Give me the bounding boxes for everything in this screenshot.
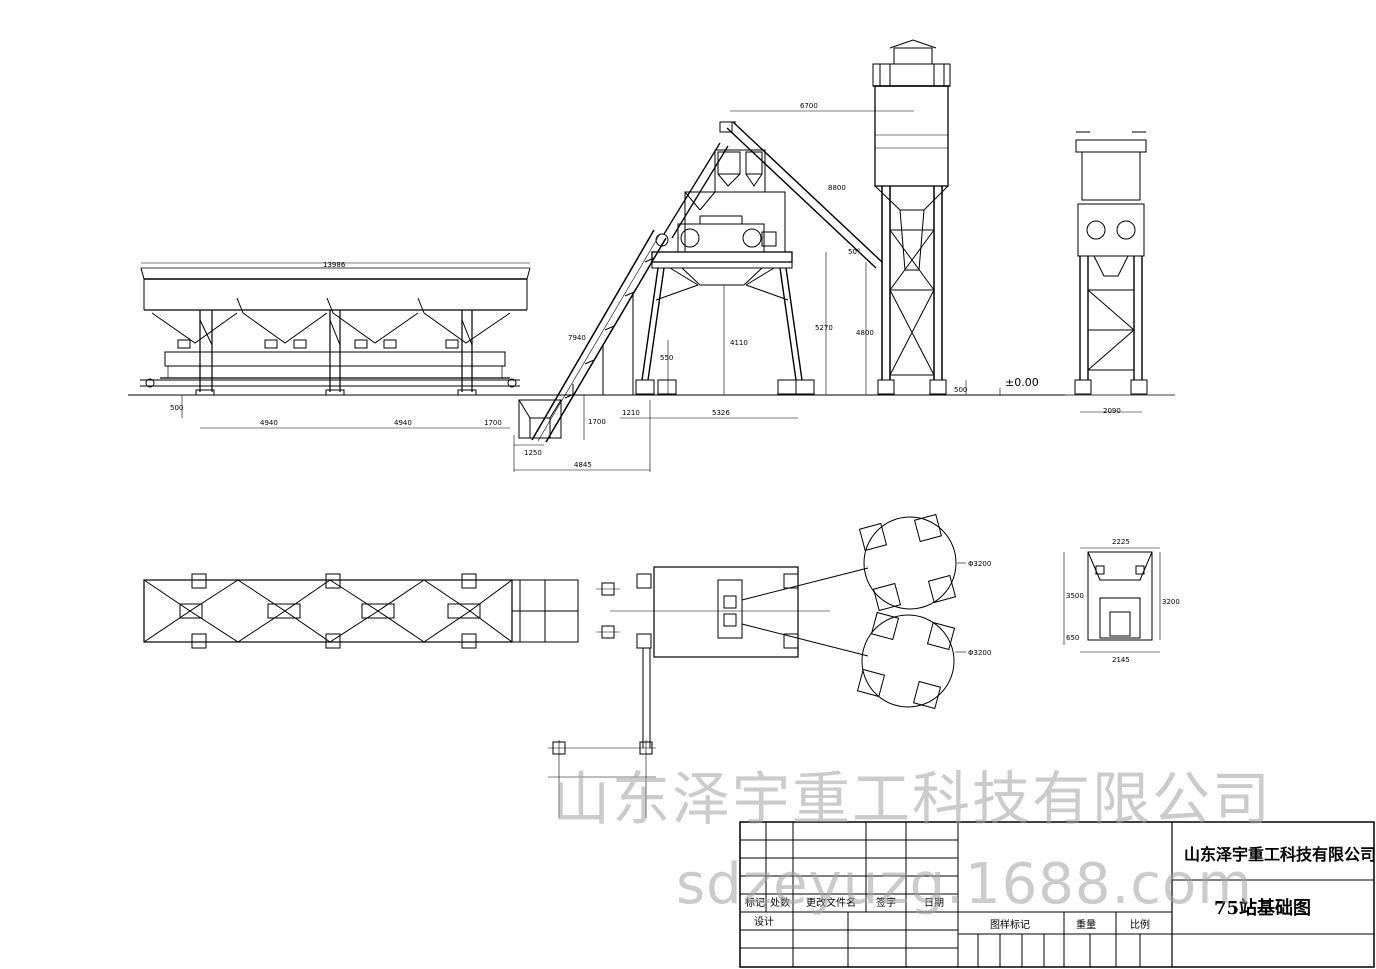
tb-row-label-1: 标记 xyxy=(745,897,765,909)
title-block: 标记 处数 更改文件名 签字 日期 设计 图样标记 重量 比例 山东泽宇重工科技… xyxy=(739,821,1376,968)
tb-drawing-title: 75站基础图 xyxy=(1214,897,1311,919)
dim-belt-pit-width: 1250 xyxy=(524,449,542,457)
tb-design-label: 设计 xyxy=(754,915,774,928)
dim-plan-side-h3: 650 xyxy=(1066,634,1079,642)
tb-row-label-5: 日期 xyxy=(924,897,944,909)
dim-mixer-span: 5326 xyxy=(712,409,730,417)
mixer-tower xyxy=(635,149,815,395)
dim-aggregate-total: 13986 xyxy=(323,261,346,269)
dim-aggregate-end: 1700 xyxy=(484,419,502,427)
aggregate-batcher xyxy=(140,267,531,396)
cement-silo xyxy=(872,39,951,395)
dim-belt-pit-depth: 1700 xyxy=(588,418,606,426)
dim-mixer-leg-2: 4110 xyxy=(730,339,748,347)
dim-silo-foundation: 500 xyxy=(954,386,967,394)
dim-mixer-height: 5270 xyxy=(815,324,833,332)
tb-scale-label: 比例 xyxy=(1130,918,1150,931)
elevation-dimensions xyxy=(141,110,1142,472)
dim-plan-side-bottom: 2145 xyxy=(1112,656,1130,664)
inclined-belt-conveyor xyxy=(518,142,729,443)
dim-aggregate-span-2: 4940 xyxy=(394,419,412,427)
dim-side-width: 2090 xyxy=(1103,407,1121,415)
tb-row-label-2: 处数 xyxy=(770,896,790,909)
dim-silo-distance: 6700 xyxy=(800,102,818,110)
dim-belt-length: 7940 xyxy=(568,334,586,342)
dim-mixer-leg-1: 550 xyxy=(660,354,673,362)
dim-plan-side-h1: 3500 xyxy=(1066,592,1084,600)
dim-screw-angle: 50° xyxy=(848,248,860,256)
dim-belt-pit-offset: 4845 xyxy=(574,461,592,469)
ground-level-label: ±0.00 xyxy=(1005,376,1039,389)
elevation-view: 13986 500 4940 4940 1700 7940 1250 4845 … xyxy=(128,39,1175,472)
tb-drawing-mark-label: 图样标记 xyxy=(990,918,1030,931)
dim-aggregate-span-1: 4940 xyxy=(260,419,278,427)
dim-silo-height: 4800 xyxy=(856,329,874,337)
dim-plan-silo-1: Φ3200 xyxy=(968,560,991,568)
tb-company-name: 山东泽宇重工科技有限公司 xyxy=(1184,845,1376,864)
screw-conveyor xyxy=(719,121,883,269)
dim-mixer-offset: 1210 xyxy=(622,409,640,417)
side-view xyxy=(1074,131,1148,395)
dim-plan-silo-2: Φ3200 xyxy=(968,649,991,657)
dim-aggregate-leg: 500 xyxy=(170,404,183,412)
dim-screw-length: 8800 xyxy=(828,184,846,192)
dim-plan-side-h2: 3200 xyxy=(1162,598,1180,606)
tb-row-label-3: 更改文件名 xyxy=(806,896,856,909)
tb-weight-label: 重量 xyxy=(1076,918,1096,931)
plan-view: Φ3200 Φ3200 2225 2145 3500 3200 650 xyxy=(143,513,1180,818)
dim-plan-side-top: 2225 xyxy=(1112,538,1130,546)
tb-row-label-4: 签字 xyxy=(876,896,896,909)
